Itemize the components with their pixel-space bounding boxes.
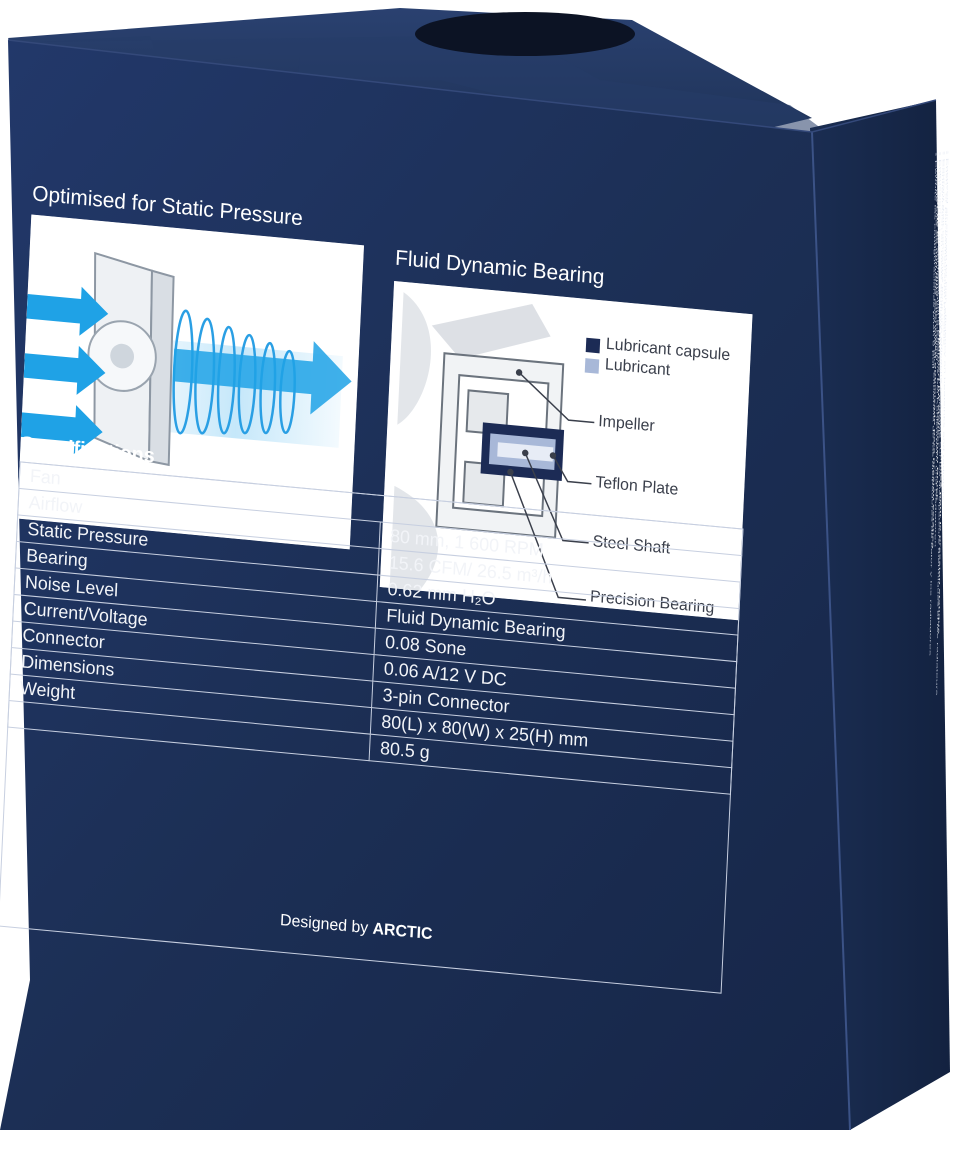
box-edge xyxy=(811,131,851,1130)
bearing-panel: Lubricant capsule Lubricant Impeller Tef… xyxy=(379,280,753,621)
hang-hole xyxy=(415,12,635,56)
arrow-in-3 xyxy=(20,405,103,455)
box-side-face xyxy=(810,100,950,1130)
bearing-illustration xyxy=(379,280,753,621)
fan-icon xyxy=(87,251,175,467)
static-pressure-panel xyxy=(17,214,364,550)
legend-swatch-capsule xyxy=(585,337,601,354)
fan-blade-bottom xyxy=(389,485,439,591)
arrow-in-2 xyxy=(23,345,106,395)
box-top-edge xyxy=(7,39,937,133)
arrow-in-1 xyxy=(26,286,109,336)
airflow-illustration xyxy=(17,214,364,550)
fan-blade-top xyxy=(397,292,431,425)
legend-swatch-lubricant xyxy=(584,358,600,374)
arrow-out xyxy=(172,341,352,415)
box-front-content: Optimised for Static Pressure xyxy=(0,32,790,1021)
callout-lines xyxy=(507,369,595,601)
airflow-arrows xyxy=(20,286,352,455)
